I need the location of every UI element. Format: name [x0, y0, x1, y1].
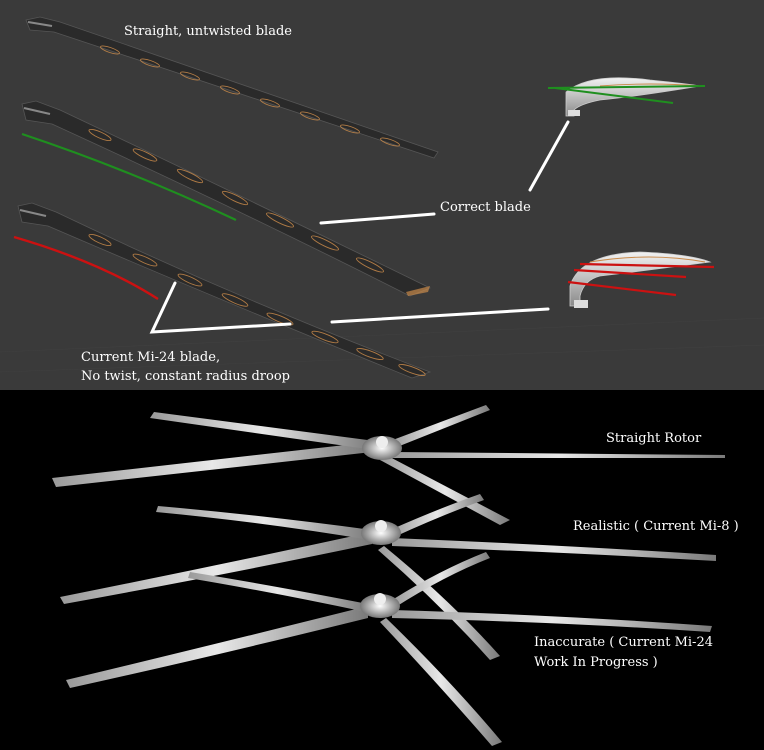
straight-rotor-model	[52, 405, 725, 525]
inaccurate-rotor-label-line1: Inaccurate ( Current Mi-24	[534, 635, 713, 650]
inaccurate-rotor-label-line2: Work In Progress )	[534, 655, 658, 670]
straight-blade-label: Straight, untwisted blade	[124, 24, 292, 39]
top-panel-background	[0, 0, 764, 390]
top-panel: Straight, untwisted blade Correct blade …	[0, 0, 764, 390]
current-airfoil-section	[567, 251, 715, 308]
straight-blade-model	[25, 16, 439, 159]
inaccurate-rotor-model	[66, 552, 712, 746]
current-mi24-blade-model	[17, 202, 432, 379]
current-blade-label-line2: No twist, constant radius droop	[81, 369, 290, 384]
correct-airfoil-section	[547, 77, 706, 117]
red-droop-curve	[13, 235, 159, 301]
annotation-pointers	[149, 120, 570, 334]
current-blade-label-line1: Current Mi-24 blade,	[81, 350, 220, 365]
bottom-panel: Straight Rotor Realistic ( Current Mi-8 …	[0, 390, 764, 750]
realistic-rotor-model	[60, 494, 716, 660]
green-droop-curve	[21, 132, 237, 221]
straight-rotor-label: Straight Rotor	[606, 431, 702, 446]
realistic-rotor-label: Realistic ( Current Mi-8 )	[573, 519, 739, 534]
correct-blade-model	[21, 100, 431, 297]
correct-blade-label: Correct blade	[440, 200, 531, 215]
